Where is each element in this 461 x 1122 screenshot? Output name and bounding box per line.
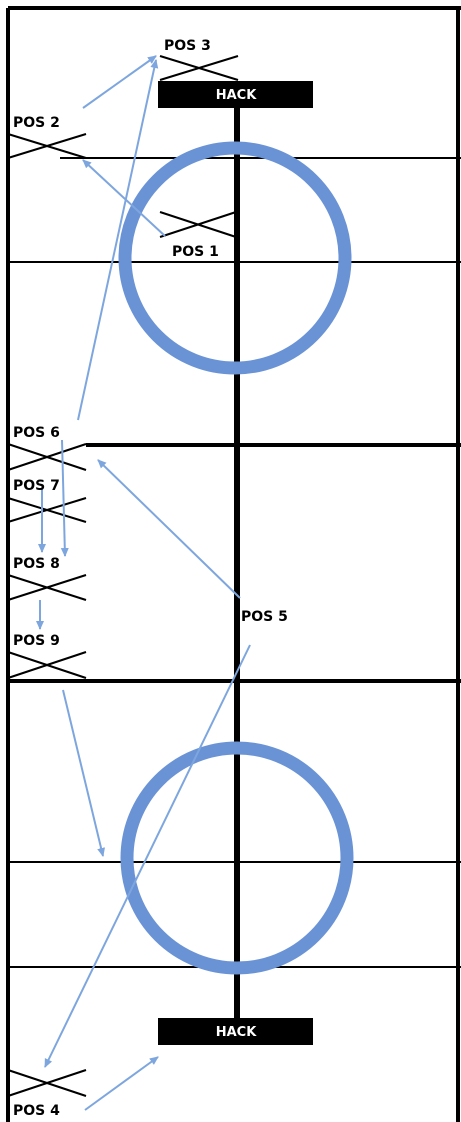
x-marker-pos6: [7, 443, 87, 471]
pos6-label: POS 6: [13, 425, 60, 441]
pos9-label: POS 9: [13, 633, 60, 649]
pos8-label: POS 8: [13, 556, 60, 572]
x-marker-pos3: [159, 55, 239, 81]
hack-bottom: HACK: [158, 1018, 313, 1045]
hack-bottom-box: [158, 1018, 313, 1045]
arrow-pos5-to-pos6: [97, 459, 241, 599]
arrow-pos5-to-pos4: [44, 644, 251, 1068]
pos5-label: POS 5: [241, 609, 288, 625]
top-circle: [118, 141, 352, 375]
movement-arrows: [36, 55, 251, 1111]
x-marker-pos2: [7, 133, 87, 159]
pos1-label: POS 1: [172, 244, 219, 260]
rink-boundary: [6, 6, 461, 1122]
arrow-pos9-to-bottom-circle: [62, 689, 106, 857]
x-markers: [7, 55, 239, 1097]
pos3-label: POS 3: [164, 38, 211, 54]
arrow-pos6-to-pos3: [77, 59, 159, 421]
arrow-pos4-to-hack: [84, 1056, 159, 1111]
position-labels: POS 3 POS 2 POS 1 POS 6 POS 7 POS 8 POS …: [13, 38, 288, 1119]
hack-top-label: HACK: [216, 88, 257, 103]
pos2-label: POS 2: [13, 115, 60, 131]
x-marker-pos8: [7, 574, 87, 601]
x-marker-pos1: [159, 211, 237, 238]
arrow-pos1-to-pos2: [82, 159, 166, 237]
hack-bottom-label: HACK: [216, 1025, 257, 1040]
arrow-pos6-down: [60, 439, 69, 557]
x-marker-pos9: [7, 651, 87, 679]
pos7-label: POS 7: [13, 478, 60, 494]
pos4-label: POS 4: [13, 1103, 60, 1119]
x-marker-pos4: [7, 1069, 87, 1097]
arrow-pos2-to-pos3: [82, 55, 157, 109]
x-marker-pos7: [7, 497, 87, 523]
hack-top-box: [158, 81, 313, 108]
bottom-circle: [120, 741, 354, 975]
hack-top: HACK: [158, 81, 313, 108]
